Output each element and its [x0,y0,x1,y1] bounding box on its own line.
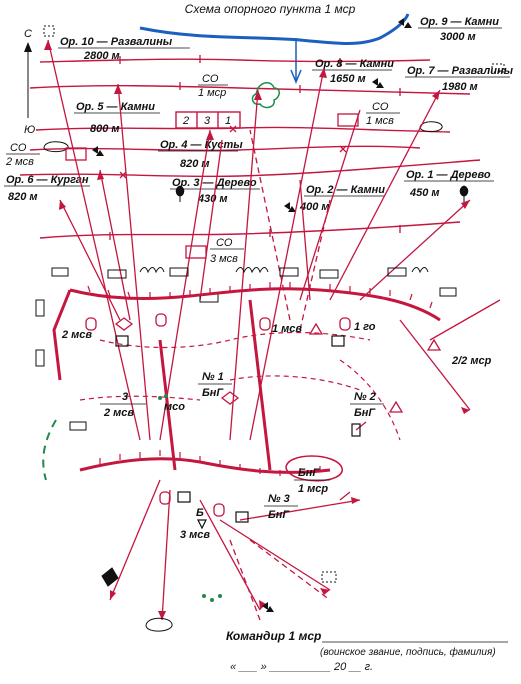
landmark-or1-name: Ор. 1 — Дерево [406,169,491,181]
landmark-or7-name: Ор. 7 — Развалины [407,65,514,77]
landmark-labels: Ор. 10 — Развалины 2800 м Ор. 9 — Камни … [4,16,514,213]
flank-line [42,419,57,481]
landmark-or6-dist: 820 м [8,191,38,203]
command-posts [115,335,361,530]
platoon-2-label: 2 [182,115,189,127]
stones-icon [398,18,412,28]
landmark-or9-name: Ор. 9 — Камни [420,16,499,28]
bng2-number: № 2 [354,391,376,403]
co-1msv-unit: 1 мсв [366,115,394,127]
co-1msr-label: СО [202,73,219,85]
unit-2msv: 2 мсв [61,329,92,341]
obstacles-row [35,267,457,431]
stones-icon [284,202,296,212]
unit-mso: мсо [164,401,185,413]
compass-north: С [24,28,32,40]
river-arrow [290,38,302,84]
landmark-or9-dist: 3000 м [440,31,476,43]
landmark-or4-dist: 820 м [180,158,210,170]
letter-b: Б [196,507,204,519]
bushes-icon [251,82,280,109]
bng3-label: БнГ [268,509,290,521]
fire-sector-arrows [47,39,501,621]
co-3msv-unit: 3 мсв [210,253,238,265]
landmark-or10-name: Ор. 10 — Развалины [60,36,173,48]
sector-lines [19,58,481,239]
trench-lines [52,287,441,474]
platoon-boxes: 2 3 1 [175,111,241,129]
bng-1msr-top: БнГ [298,467,320,479]
internal-paths [79,331,401,441]
bottom-features [101,567,337,632]
compass-south: Ю [24,124,35,136]
platoon-3-label: 3 [204,115,211,127]
platoon-1-label: 1 [225,115,231,127]
map-title: Схема опорного пункта 1 мср [185,2,356,16]
bng2-label: БнГ [354,407,376,419]
landmark-or5-dist: 800 м [90,123,120,135]
landmark-or6-name: Ор. 6 — Курган [6,174,89,186]
trench-hatches [87,282,433,476]
landmark-or5-name: Ор. 5 — Камни [76,101,155,113]
unit-1go: 1 го [354,321,376,333]
commander-label: Командир 1 мср [226,629,321,643]
bng1-label: БнГ [202,387,224,399]
ruins-icon [491,63,505,73]
hatched-object-icon [101,567,119,587]
hill-icon [43,141,69,153]
landmark-or3-name: Ор. 3 — Дерево [172,177,257,189]
landmark-or7-dist: 1980 м [442,81,478,93]
co-1msv-label: СО [372,101,389,113]
arrow-heads [44,40,470,620]
river-line [139,13,410,45]
co-2msv-label: СО [10,142,27,154]
landmark-or10-dist: 2800 м [83,50,120,62]
unit-2-2msr: 2/2 мср [451,355,492,367]
bng1-number: № 1 [202,371,224,383]
stones-icon [372,78,384,88]
landmark-or2-name: Ор. 2 — Камни [306,184,385,196]
hill-icon [145,617,173,632]
sect3-unit: 2 мсв [103,407,134,419]
tree-icon [459,185,469,202]
landmark-or8-dist: 1650 м [330,73,366,85]
bng3-number: № 3 [268,493,290,505]
tree-icon [175,185,185,202]
co-2msv-unit: 2 мсв [5,156,34,168]
ruins-icon [321,571,337,583]
signature-hint: (воинское звание, подпись, фамилия) [320,646,496,658]
unit-3msv: 3 мсв [180,529,210,541]
unit-labels: 2 мсв 1 мсв 1 го 2/2 мср мсо 3 2 мсв 3 м… [61,321,492,541]
landmark-or1-dist: 450 м [409,187,440,199]
landmark-or2-dist: 400 м [299,201,330,213]
bng-areas: № 1 БнГ № 2 БнГ № 3 БнГ БнГ 1 мср [198,371,384,521]
stones-icon [262,602,274,612]
landmark-or8-name: Ор. 8 — Камни [315,58,394,70]
sect3-number: 3 [122,391,128,403]
bng-1msr-bottom: 1 мср [298,483,328,495]
landmark-or4-name: Ор. 4 — Кусты [160,139,243,151]
co-3msv-label: СО [216,237,233,249]
co-1msr-unit: 1 мср [198,87,226,99]
compass: С Ю [24,25,55,136]
line-ticks [109,55,401,240]
compass-arrow-icon [24,42,32,52]
landmark-symbols [43,18,505,212]
observation-posts: СО 1 мср СО 1 мсв СО 2 мсв СО 3 мсв [5,73,400,265]
stones-icon [92,146,104,156]
date-line: « ___ » __________ 20 __ г. [230,661,373,673]
ruins-icon [43,25,55,37]
green-dots [158,394,222,602]
hill-icon [419,121,443,133]
landmark-or3-dist: 430 м [197,193,228,205]
unit-1msv: 1 мсв [272,323,302,335]
weapon-positions [85,313,442,517]
